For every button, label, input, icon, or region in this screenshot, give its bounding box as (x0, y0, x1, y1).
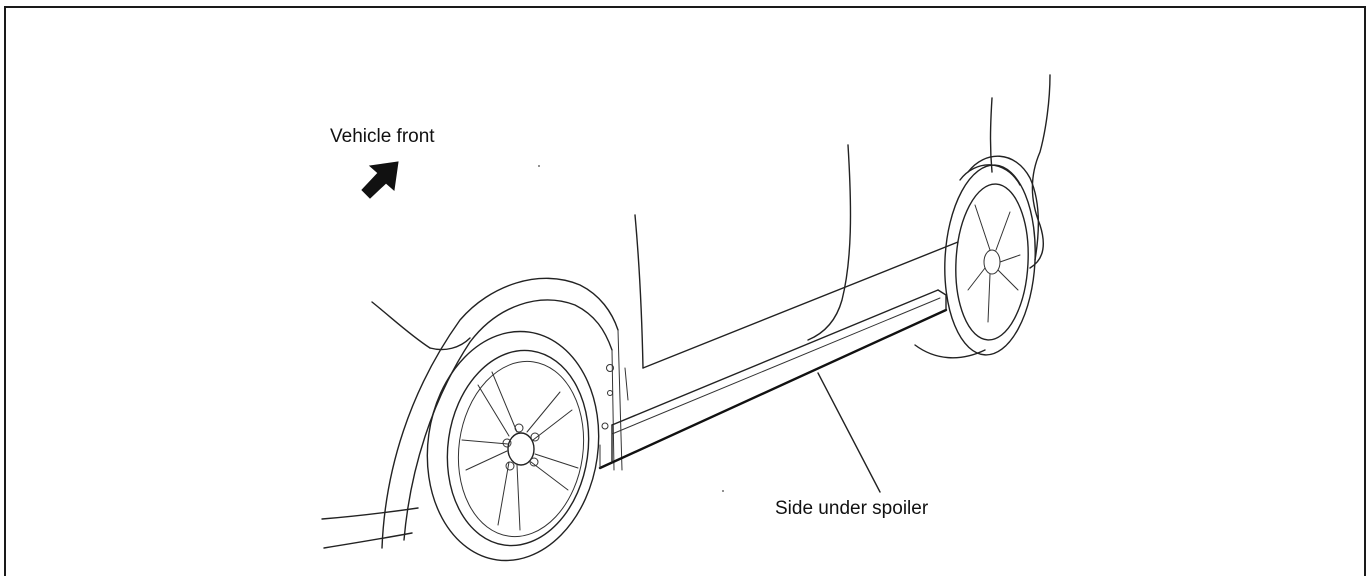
front-body-lines (321, 301, 471, 549)
arrow-down-left-icon (361, 161, 399, 199)
vehicle-front-label: Vehicle front (330, 126, 435, 147)
front-wheel-arch (381, 277, 623, 549)
front-wheel (426, 330, 600, 562)
spoiler-leader-line (817, 372, 881, 493)
door-body-lines (601, 144, 959, 430)
diagram-frame (4, 6, 1366, 576)
side-under-spoiler-label: Side under spoiler (775, 498, 929, 519)
side-under-spoiler-part (598, 289, 948, 470)
rear-wheel (944, 164, 1036, 356)
